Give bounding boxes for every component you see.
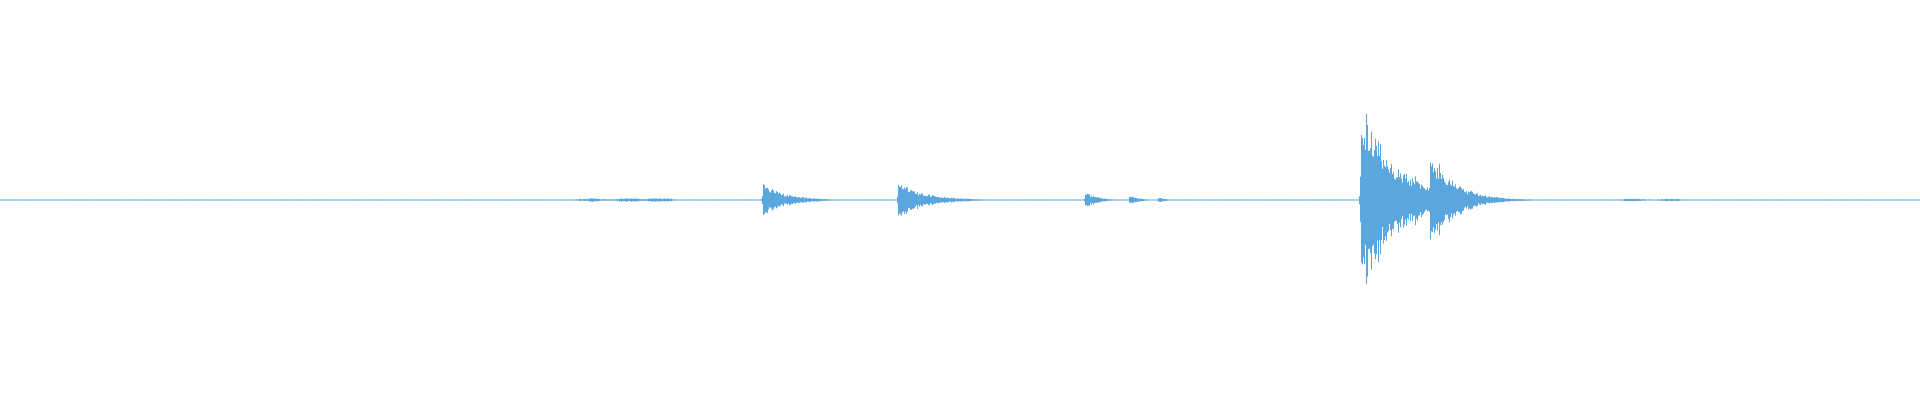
waveform-path: [0, 113, 1920, 285]
